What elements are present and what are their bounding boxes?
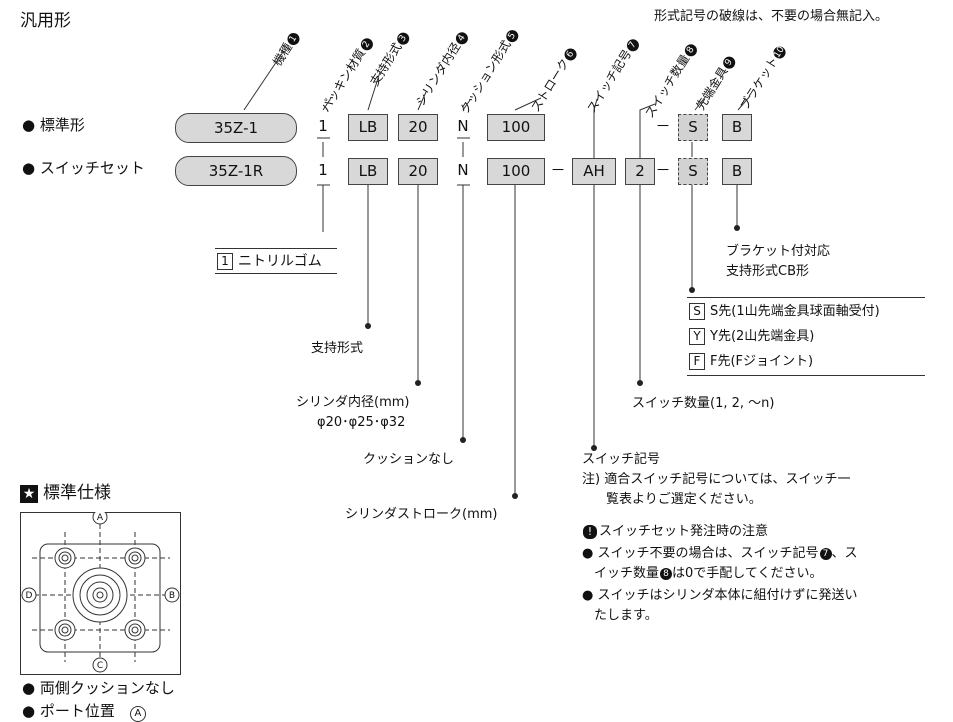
row-label-standard: ● 標準形 [22, 116, 85, 134]
cushion-standard: N [457, 117, 469, 135]
stroke-standard: 100 [487, 114, 545, 141]
bore-standard: 20 [398, 114, 438, 141]
spec-item-2: ● ポート位置 A [22, 703, 146, 722]
caution-item-2a: ● スイッチはシリンダ本体に組付けずに発送い [582, 588, 858, 603]
port-a-label: A [97, 513, 104, 523]
tip-switch: S [678, 158, 708, 185]
cushion-note: クッションなし [363, 452, 455, 467]
port-position-badge: A [129, 706, 146, 722]
dash-switch-1: － [550, 161, 566, 179]
support-standard: LB [348, 114, 388, 141]
row-label-switch: ● スイッチセット [22, 159, 145, 177]
support-switch: LB [348, 158, 388, 185]
port-d-label: D [26, 591, 33, 601]
caution-title: !スイッチセット発注時の注意 [582, 524, 768, 540]
port-c-label: C [97, 661, 103, 671]
bracket-switch: B [722, 158, 752, 185]
star-icon: ★ [20, 485, 38, 503]
switch-count: 2 [625, 158, 655, 185]
spec-item-1: ● 両側クッションなし [22, 679, 175, 697]
stroke-note: シリンダストローク(mm) [345, 507, 498, 522]
support-note: 支持形式 [311, 341, 364, 356]
standard-spec-diagram: A B C D [20, 512, 181, 675]
exclamation-icon: ! [583, 524, 597, 539]
tip-standard: S [678, 114, 708, 141]
port-b-label: B [169, 591, 175, 601]
bracket-standard: B [722, 114, 752, 141]
standard-spec-title: ★標準仕様 [20, 482, 111, 504]
caution-item-2b: たします。 [594, 608, 658, 623]
switch-code-note-3: 覧表よりご選定ください。 [606, 492, 762, 507]
switch-code-note-2: 注) 適合スイッチ記号については、スイッチ一 [582, 472, 851, 487]
bore-note-2: φ20･φ25･φ32 [317, 415, 406, 430]
switch-count-note: スイッチ数量(1, 2, ～n) [632, 396, 775, 411]
switch-code: AH [572, 158, 616, 185]
bore-switch: 20 [398, 158, 438, 185]
packing-standard: 1 [318, 117, 328, 135]
switch-code-note-1: スイッチ記号 [582, 452, 661, 467]
dashed-note: 形式記号の破線は、不要の場合無記入。 [654, 9, 889, 24]
dash-standard: － [655, 117, 671, 135]
bracket-note-1: ブラケット付対応 [726, 244, 831, 259]
dash-switch-2: － [655, 161, 671, 179]
stroke-switch: 100 [487, 158, 545, 185]
packing-switch: 1 [318, 161, 328, 179]
bore-note-1: シリンダ内径(mm) [296, 395, 410, 410]
cushion-switch: N [457, 161, 469, 179]
page-title: 汎用形 [20, 11, 71, 31]
model-standard: 35Z-1 [175, 113, 297, 143]
bracket-note-2: 支持形式CB形 [726, 264, 809, 279]
model-switch: 35Z-1R [175, 156, 297, 186]
